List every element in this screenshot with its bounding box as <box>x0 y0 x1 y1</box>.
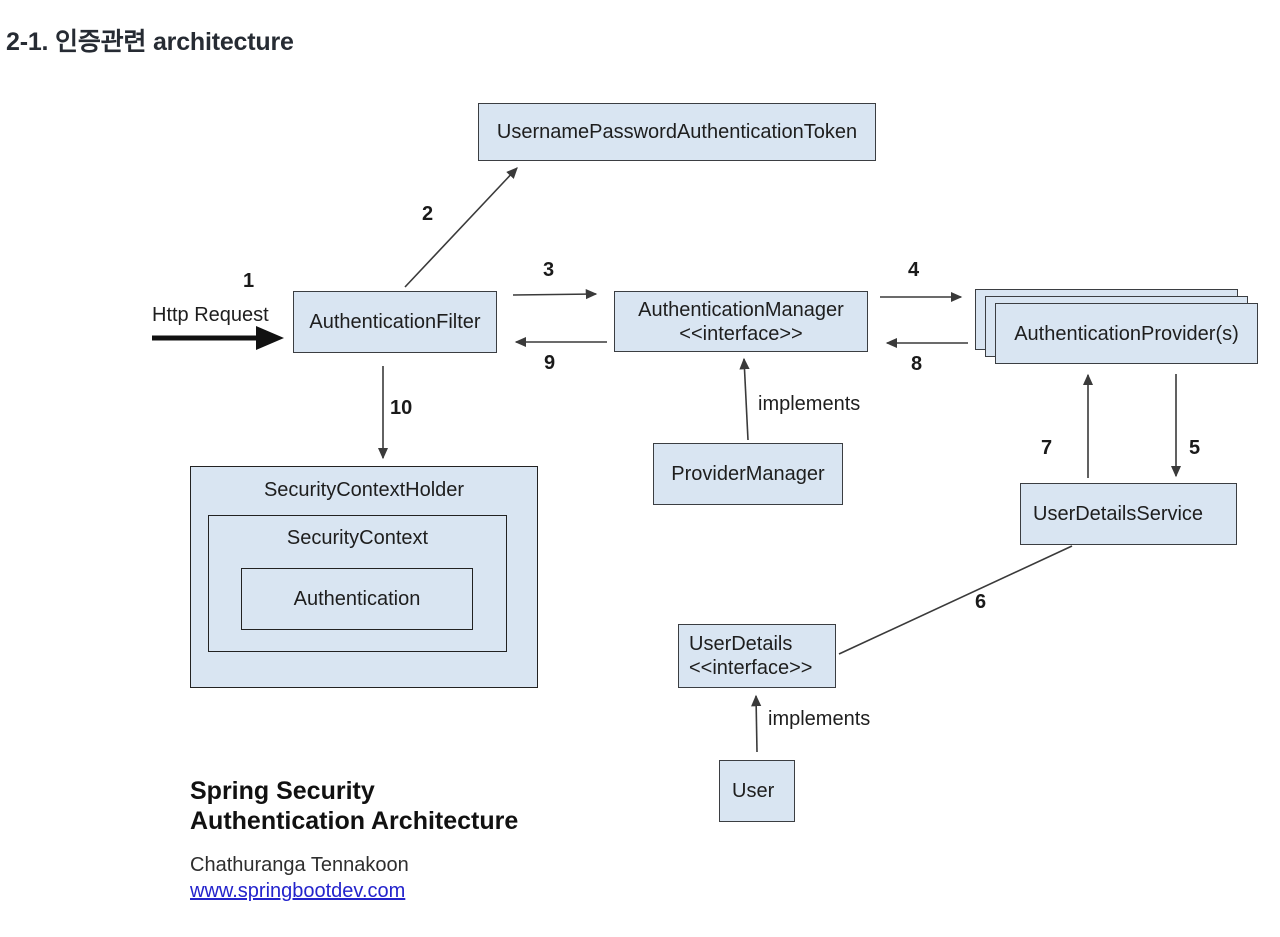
http-request-arrow <box>152 326 284 350</box>
step-label-1: 1 <box>243 270 255 292</box>
implements-label-bottom: implements <box>768 708 871 730</box>
implements-label-top: implements <box>758 393 861 415</box>
step-label-9: 9 <box>544 352 556 374</box>
arrow-3 <box>512 289 598 300</box>
box-label: ProviderManager <box>671 463 825 485</box>
box-label: User <box>732 780 775 802</box>
interface-stereotype: <<interface>> <box>679 322 803 345</box>
box-user: User <box>719 760 795 822</box>
box-label: UserDetails <box>689 633 793 655</box>
step-label-6: 6 <box>975 591 987 613</box>
step-label-8: 8 <box>911 353 923 375</box>
box-authentication-manager: AuthenticationManager <<interface>> <box>614 291 868 352</box>
box-label: Authentication <box>293 588 421 610</box>
box-authentication-filter: AuthenticationFilter <box>293 291 497 353</box>
footer-website-link[interactable]: www.springbootdev.com <box>190 880 406 902</box>
arrow-2 <box>404 167 518 288</box>
step-label-10: 10 <box>390 397 413 419</box>
box-label: AuthenticationManager <box>638 298 844 321</box>
step-label-7: 7 <box>1041 437 1053 459</box>
step-label-4: 4 <box>908 259 920 281</box>
box-label: AuthenticationProvider(s) <box>1014 322 1239 345</box>
implements-arrow-top <box>739 357 750 441</box>
footer-author: Chathuranga Tennakoon <box>190 854 409 876</box>
box-authentication: Authentication <box>241 568 473 630</box>
box-provider-manager: ProviderManager <box>653 443 843 505</box>
page-title: 2-1. 인증관련 architecture <box>6 28 294 56</box>
http-request-label: Http Request <box>152 304 269 326</box>
box-user-details-service: UserDetailsService <box>1020 483 1237 545</box>
interface-stereotype: <<interface>> <box>689 657 813 679</box>
box-label: AuthenticationFilter <box>309 311 481 333</box>
step-label-2: 2 <box>422 203 434 225</box>
box-label: SecurityContextHolder <box>263 479 465 501</box>
box-authentication-providers: AuthenticationProvider(s) <box>995 303 1258 364</box>
box-username-password-authentication-token: UsernamePasswordAuthenticationToken <box>478 103 876 161</box>
box-label: SecurityContext <box>286 527 429 549</box>
footer-title: Spring Security Authentication Architect… <box>190 776 518 836</box>
box-label: UserDetailsService <box>1033 503 1204 525</box>
box-label: UsernamePasswordAuthenticationToken <box>496 121 858 143</box>
implements-arrow-bottom <box>751 694 762 753</box>
line-6 <box>838 545 1073 655</box>
footer-title-line2: Authentication Architecture <box>190 807 519 835</box>
footer-title-line1: Spring Security <box>190 777 375 805</box>
step-label-5: 5 <box>1189 437 1201 459</box>
box-user-details: UserDetails <<interface>> <box>678 624 836 688</box>
step-label-3: 3 <box>543 259 555 281</box>
